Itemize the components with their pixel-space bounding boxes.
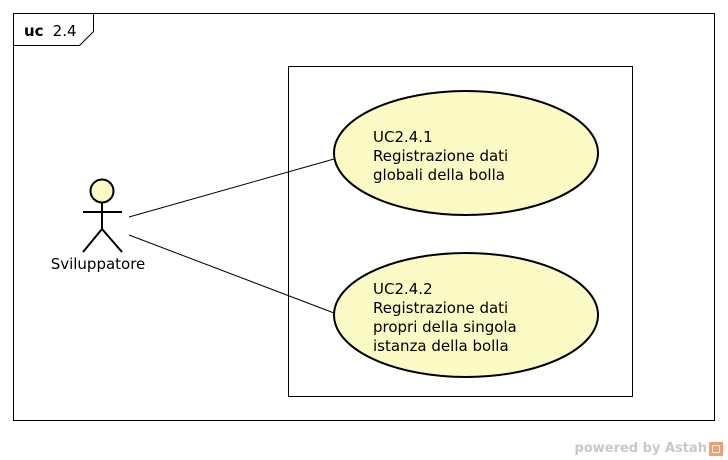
use-case-uc-2-4-2[interactable]: UC2.4.2 Registrazione dati propri della … <box>333 252 599 378</box>
use-case-line: globali della bolla <box>373 166 505 184</box>
actor-head <box>89 178 115 204</box>
actor-right-leg <box>101 228 123 253</box>
use-case-ellipse <box>333 252 599 378</box>
use-case-label: UC2.4.1 Registrazione dati globali della… <box>373 128 513 184</box>
system-boundary <box>288 66 633 397</box>
frame-keyword: uc <box>24 22 44 40</box>
association-line-uc-2-4-2[interactable] <box>128 234 335 314</box>
use-case-line: Registrazione dati <box>373 299 508 317</box>
use-case-line: Registrazione dati <box>373 147 508 165</box>
astah-logo-icon <box>709 441 723 456</box>
frame-tag-box <box>13 13 94 46</box>
diagram-frame <box>13 13 715 421</box>
actor-left-leg <box>82 228 103 253</box>
association-line-uc-2-4-1[interactable] <box>128 158 335 218</box>
use-case-id: UC2.4.2 <box>373 280 433 298</box>
actor-label: Sviluppatore <box>51 255 146 273</box>
svg-text:uc 2.4: uc 2.4 <box>24 21 77 40</box>
use-case-id: UC2.4.1 <box>373 128 433 146</box>
use-case-line: propri della singola <box>373 318 517 336</box>
watermark-text: powered by Astah <box>574 441 707 456</box>
frame-name: 2.4 <box>53 22 77 40</box>
use-case-label: UC2.4.2 Registrazione dati propri della … <box>373 280 522 355</box>
use-case-line: istanza della bolla <box>373 337 509 355</box>
actor-sviluppatore[interactable]: Sviluppatore <box>51 178 146 274</box>
use-case-uc-2-4-1[interactable]: UC2.4.1 Registrazione dati globali della… <box>333 90 599 216</box>
astah-watermark: powered by Astah <box>575 441 723 456</box>
use-case-ellipse <box>333 90 599 216</box>
